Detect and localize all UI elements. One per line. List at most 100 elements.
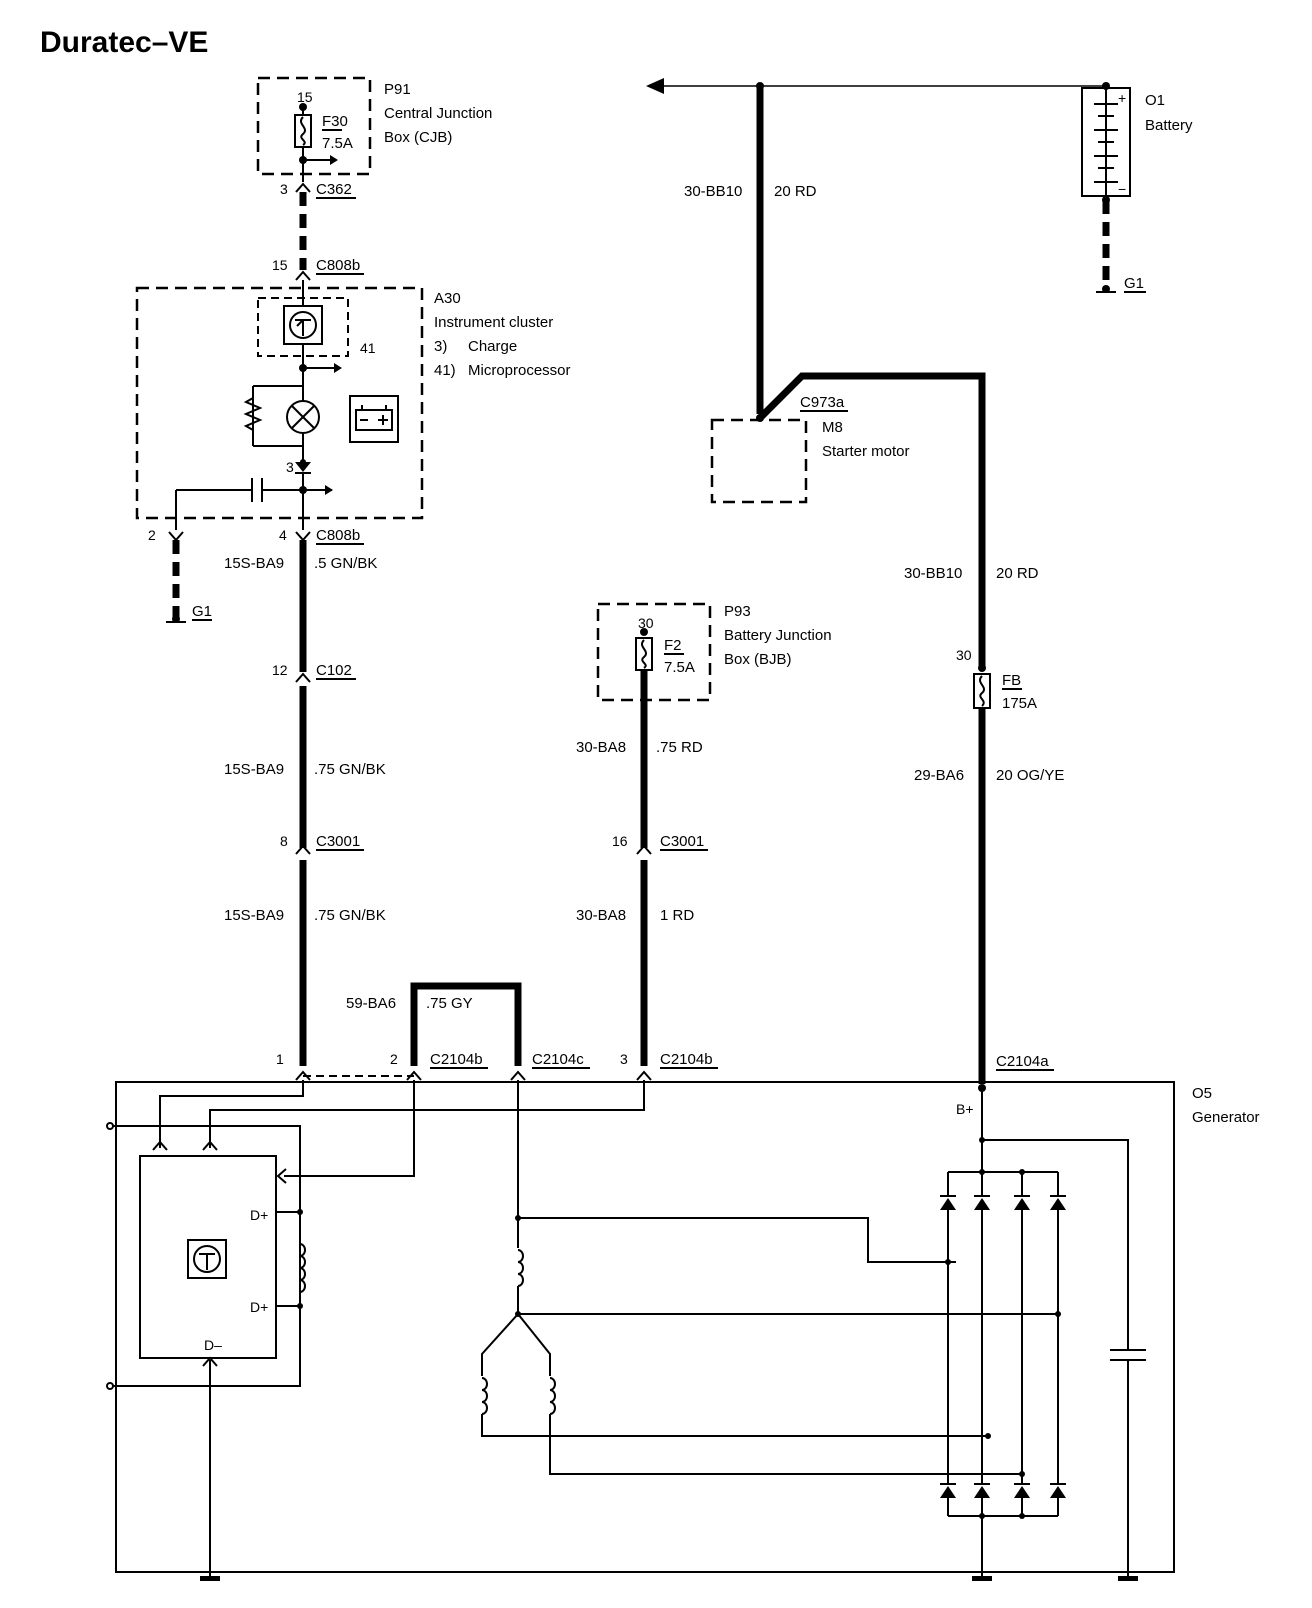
c102-connector: 12 C102: [272, 662, 356, 683]
w1-circuit: 15S-BA9: [224, 555, 284, 572]
diagram-title: Duratec–VE: [40, 26, 208, 59]
c808b-bottom-name: C808b: [316, 527, 360, 544]
c808b-top-pin: 15: [272, 257, 288, 273]
p93-fuse-name: F2: [664, 637, 682, 654]
a30-item-3-num: 3): [434, 338, 447, 355]
c3001-mid-pin: 16: [612, 833, 628, 849]
c2104-connectors: 1 2 C2104b C2104c 3 C2104b C2104a: [276, 1051, 1054, 1092]
fuse-icon: [294, 114, 312, 148]
c3001-left-connector: 8 C3001: [280, 833, 364, 855]
c102-pin: 12: [272, 662, 288, 678]
o5-d-minus: D–: [204, 1337, 222, 1353]
w2-spec: .75 GN/BK: [314, 761, 386, 778]
w2-circuit: 15S-BA9: [224, 761, 284, 778]
c3001-left-pin: 8: [280, 833, 288, 849]
a30-id: A30: [434, 290, 461, 307]
a30-name: Instrument cluster: [434, 314, 553, 331]
w7-spec: 20 RD: [774, 183, 817, 200]
c808b-top-connector: 15 C808b: [272, 257, 364, 281]
o1-id: O1: [1145, 92, 1165, 109]
p93-name-1: Battery Junction: [724, 627, 832, 644]
p93-fuse-rating: 7.5A: [664, 659, 695, 676]
o1-name: Battery: [1145, 117, 1193, 134]
c362-pin: 3: [280, 181, 288, 197]
c2104b-pin-3: 3: [620, 1051, 628, 1067]
c2104b-name-1: C2104b: [430, 1051, 483, 1068]
p91-name-2: Box (CJB): [384, 129, 452, 146]
a30-item-41: Microprocessor: [468, 362, 571, 379]
w3-spec: .75 GN/BK: [314, 907, 386, 924]
o5-d-plus-1: D+: [250, 1207, 268, 1223]
ground-icon: [166, 615, 186, 623]
p91-fuse-pin: 15: [297, 89, 313, 105]
w8-spec: 20 RD: [996, 565, 1039, 582]
a30-item-3: Charge: [468, 338, 517, 355]
c973a-name: C973a: [800, 394, 845, 411]
p93-name-2: Box (BJB): [724, 651, 792, 668]
m8-name: Starter motor: [822, 443, 910, 460]
c2104a-name: C2104a: [996, 1053, 1049, 1070]
w4-spec: .75 GY: [426, 995, 473, 1012]
battery-plus: +: [1118, 90, 1126, 106]
diode-icon: [940, 1195, 1066, 1210]
o5-b-plus: B+: [956, 1101, 974, 1117]
capacitor-icon: [1110, 1349, 1146, 1361]
coil-icon: [517, 1249, 524, 1287]
p93-battery-junction-box: P93 Battery Junction Box (BJB) 30 F2 7.5…: [596, 602, 832, 702]
fb-fuse-name: FB: [1002, 672, 1021, 689]
o1-battery: + − O1 Battery: [1081, 82, 1193, 204]
c102-name: C102: [316, 662, 352, 679]
c2104b-pin-2: 2: [390, 1051, 398, 1067]
c3001-mid-name: C3001: [660, 833, 704, 850]
c3001-left-name: C3001: [316, 833, 360, 850]
c2104b-pin-1: 1: [276, 1051, 284, 1067]
w3-circuit: 15S-BA9: [224, 907, 284, 924]
c362-name: C362: [316, 181, 352, 198]
w1-spec: .5 GN/BK: [314, 555, 377, 572]
c2104c-name: C2104c: [532, 1051, 584, 1068]
w8-circuit: 30-BB10: [904, 565, 962, 582]
w9-spec: 20 OG/YE: [996, 767, 1064, 784]
transistor-icon: [283, 305, 323, 345]
g1-battery-label: G1: [1124, 275, 1144, 292]
transistor-icon: [187, 1239, 227, 1279]
fb-fuse: 30 FB 175A: [956, 647, 1037, 712]
w7-circuit: 30-BB10: [684, 183, 742, 200]
c3001-mid-connector: 16 C3001: [612, 833, 708, 855]
lamp-icon: [286, 400, 320, 434]
c808b-bottom-connector: 2 4 C808b: [148, 527, 364, 545]
c362-connector: 3 C362: [280, 181, 356, 199]
w9-circuit: 29-BA6: [914, 767, 964, 784]
fb-pin: 30: [956, 647, 972, 663]
c808b-pin-2: 2: [148, 527, 156, 543]
a30-item-41-num: 41): [434, 362, 456, 379]
fb-fuse-rating: 175A: [1002, 695, 1037, 712]
p91-id: P91: [384, 81, 411, 98]
w5-spec: .75 RD: [656, 739, 703, 756]
a30-instrument-cluster: A30 Instrument cluster 3) Charge 41) Mic…: [135, 280, 571, 530]
p91-fuse-name: F30: [322, 113, 348, 130]
o5-name: Generator: [1192, 1109, 1260, 1126]
m8-starter-motor: C973a M8 Starter motor: [710, 394, 910, 504]
capacitor-icon: [251, 478, 263, 502]
w6-circuit: 30-BA8: [576, 907, 626, 924]
battery-minus: −: [1118, 181, 1126, 197]
p91-fuse-rating: 7.5A: [322, 135, 353, 152]
c2104b-name-2: C2104b: [660, 1051, 713, 1068]
c808b-pin-4: 4: [279, 527, 287, 543]
p91-name-1: Central Junction: [384, 105, 492, 122]
p93-fuse-pin: 30: [638, 615, 654, 631]
a30-ref-3: 3: [286, 459, 294, 475]
p91-central-junction-box: P91 Central Junction Box (CJB) 15 F30 7.…: [256, 76, 492, 182]
p93-id: P93: [724, 603, 751, 620]
diode-icon: [940, 1483, 1066, 1498]
battery-symbol-icon: [349, 395, 399, 443]
g1-cluster-label: G1: [192, 603, 212, 620]
o5-d-plus-2: D+: [250, 1299, 268, 1315]
o5-generator: O5 Generator B+ D+ D+ D–: [106, 1080, 1260, 1581]
o5-id: O5: [1192, 1085, 1212, 1102]
a30-ref-41: 41: [360, 340, 376, 356]
c808b-top-name: C808b: [316, 257, 360, 274]
w4-circuit: 59-BA6: [346, 995, 396, 1012]
